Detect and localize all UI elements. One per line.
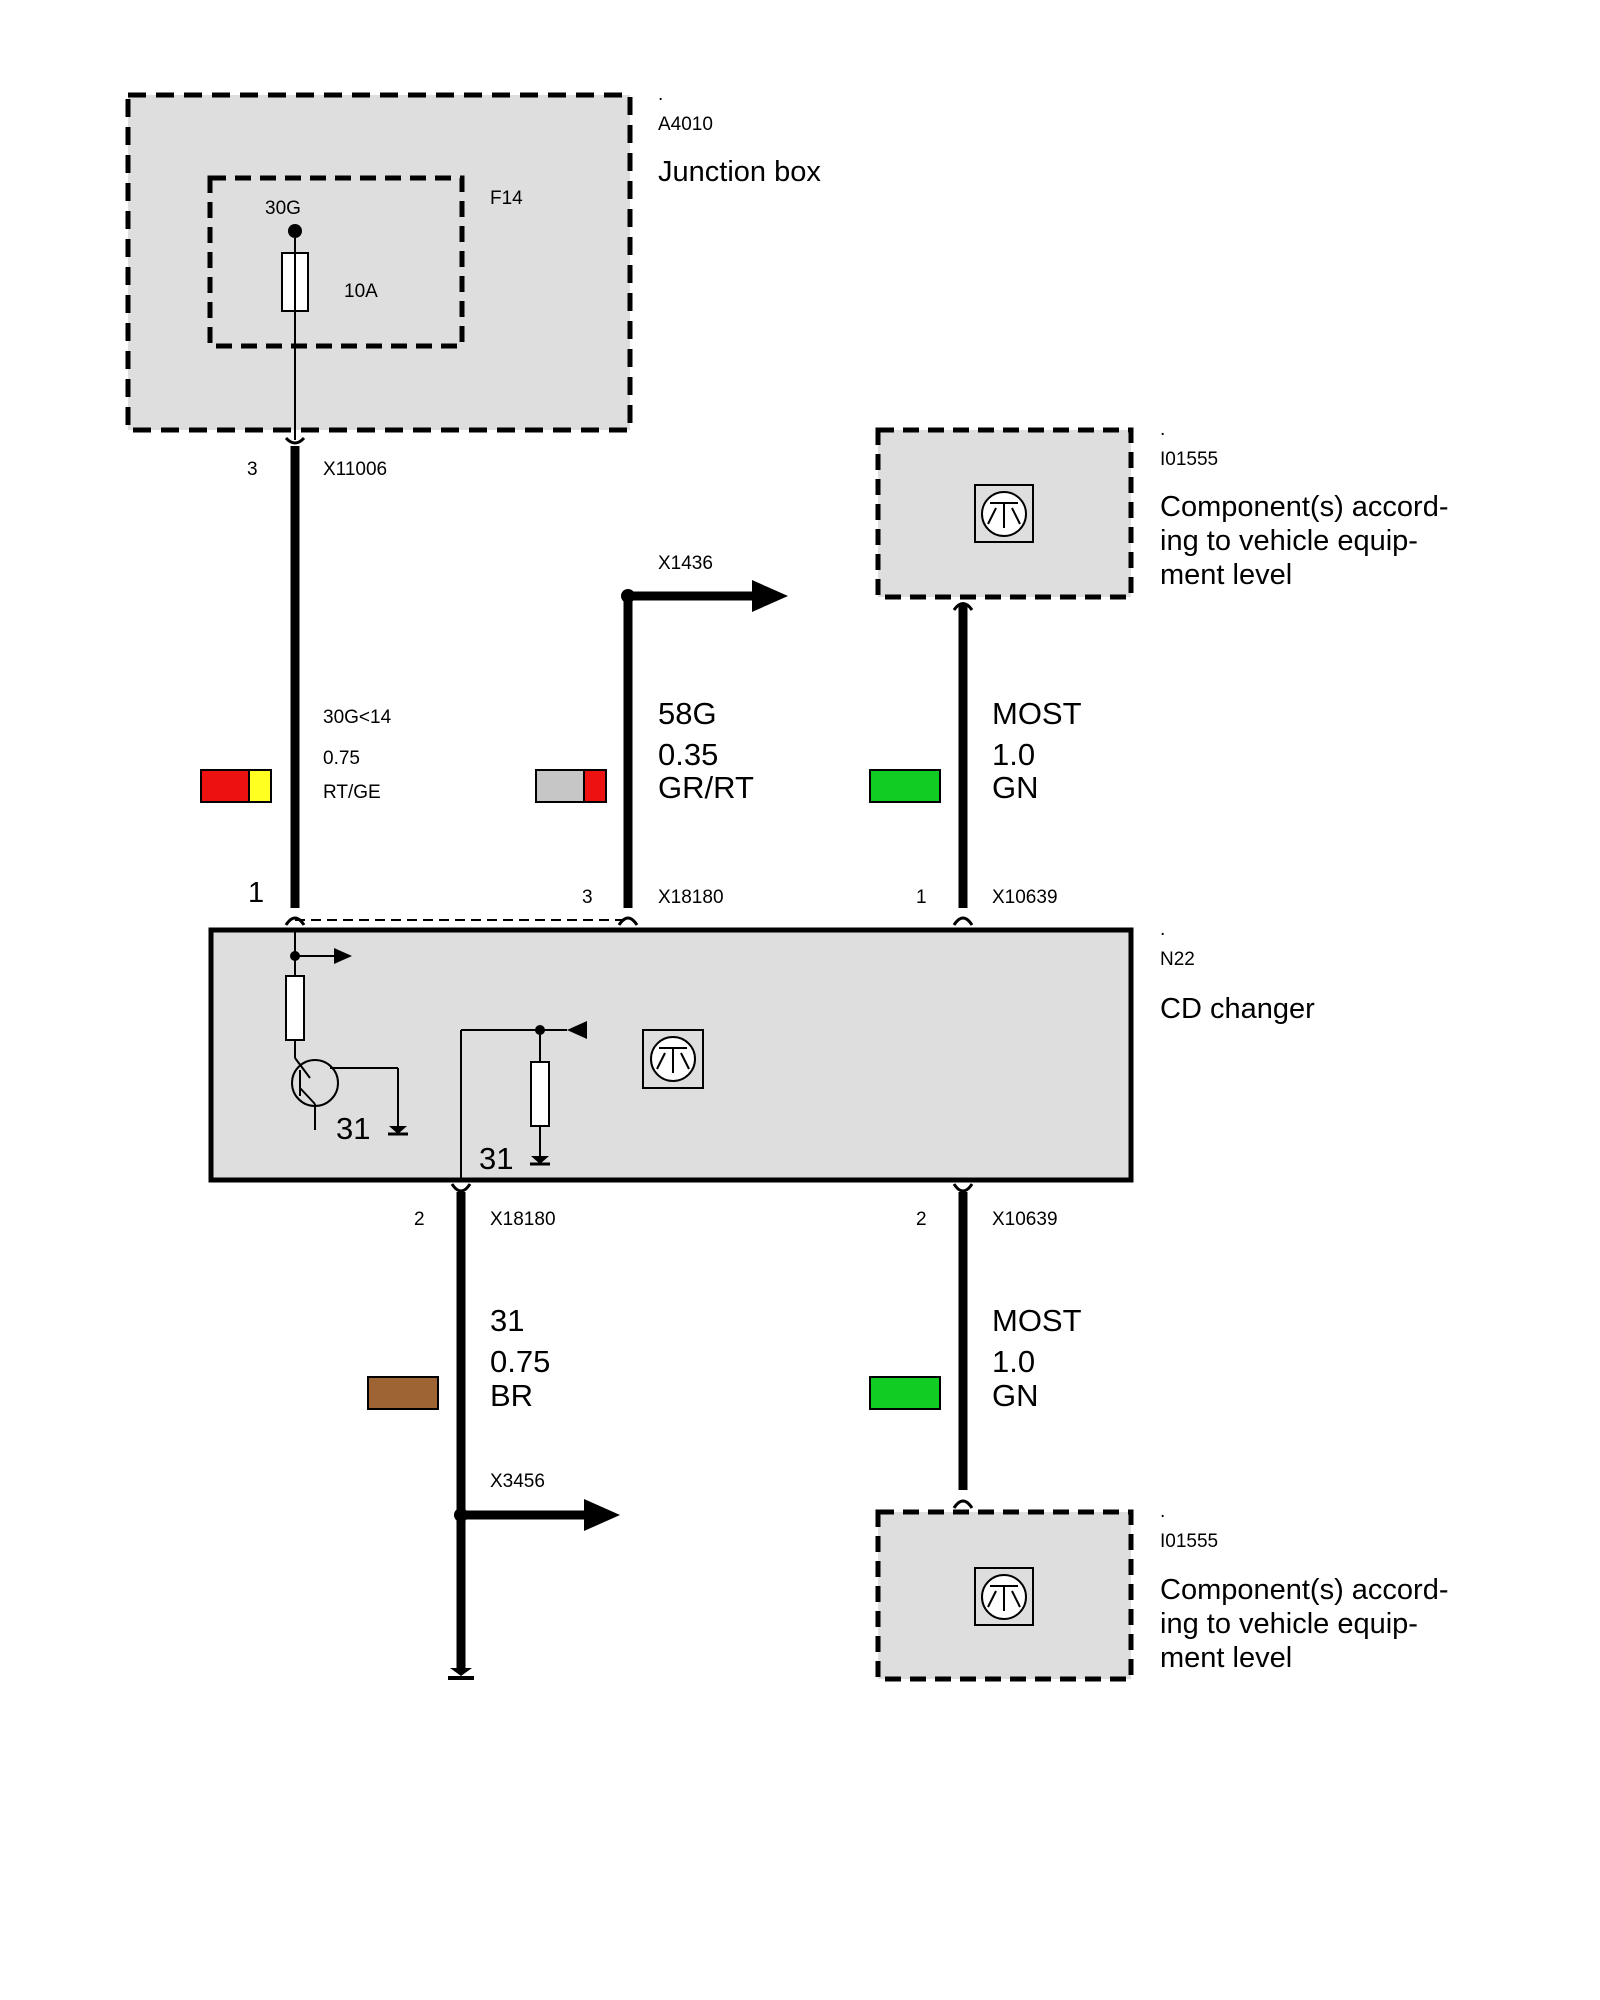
wire-most-bottom-signal: MOST — [992, 1303, 1082, 1338]
junction-box[interactable] — [125, 92, 633, 433]
x18180-top-pin: 3 — [582, 887, 593, 908]
wire-58g-gauge: 0.35 — [658, 737, 718, 772]
wire-31[interactable] — [448, 1183, 620, 1680]
wire-58g-swatch — [535, 769, 607, 803]
component-top-code: I01555 — [1160, 449, 1218, 470]
wire-30g-swatch — [200, 769, 272, 803]
wire-most-top-swatch — [869, 769, 941, 803]
component-top-name-line1: Component(s) accord- — [1160, 491, 1449, 523]
fuse-terminal: 30G — [265, 198, 301, 219]
wire-most-top-color: GN — [992, 770, 1039, 805]
cd-changer-name: CD changer — [1160, 993, 1315, 1025]
x10639-top-label: X10639 — [992, 887, 1058, 908]
n22-pin1: 1 — [248, 877, 264, 909]
x11006-label: X11006 — [323, 459, 387, 480]
wire-31-color: BR — [490, 1378, 533, 1413]
transistor-icon — [974, 484, 1034, 543]
cd-changer-ground-left: 31 — [336, 1111, 370, 1146]
fuse-icon — [281, 224, 309, 440]
transistor-icon — [642, 1029, 704, 1089]
junction-box-code: A4010 — [658, 114, 713, 135]
wire-58g-color: GR/RT — [658, 770, 754, 805]
wire-58g[interactable] — [617, 580, 788, 926]
wire-30g-signal: 30G<14 — [323, 707, 392, 728]
component-bottom-name-line1: Component(s) accord- — [1160, 1574, 1449, 1606]
fuse-id: F14 — [490, 188, 523, 209]
x10639-bottom-pin: 2 — [916, 1209, 927, 1230]
x10639-bottom-label: X10639 — [992, 1209, 1058, 1230]
wire-most-top-signal: MOST — [992, 696, 1082, 731]
wire-most-bottom[interactable] — [952, 1183, 974, 1509]
component-box-bottom[interactable] — [875, 1509, 1134, 1682]
component-bottom-name-line3: ment level — [1160, 1642, 1292, 1674]
wire-most-top[interactable] — [952, 602, 974, 926]
junction-box-dot: . — [658, 84, 663, 105]
x1436-label: X1436 — [658, 553, 713, 574]
x18180-top-label: X18180 — [658, 887, 724, 908]
cd-changer-ground-right: 31 — [479, 1141, 513, 1176]
wire-most-top-gauge: 1.0 — [992, 737, 1035, 772]
component-top-name-line2: ing to vehicle equip- — [1160, 525, 1418, 557]
input-pullup-circuit — [460, 1021, 587, 1180]
wire-30g-color: RT/GE — [323, 782, 381, 803]
ground-icon — [448, 1668, 474, 1680]
fuse-holder — [207, 175, 465, 349]
wire-most-bottom-gauge: 1.0 — [992, 1344, 1035, 1379]
wire-58g-signal: 58G — [658, 696, 717, 731]
component-top-dot: . — [1160, 419, 1165, 440]
cd-changer[interactable] — [208, 927, 1134, 1183]
cd-changer-dot: . — [1160, 919, 1165, 940]
junction-box-name: Junction box — [658, 156, 821, 188]
component-bottom-dot: . — [1160, 1501, 1165, 1522]
component-box-top[interactable] — [875, 427, 1134, 600]
x18180-bottom-pin: 2 — [414, 1209, 425, 1230]
fuse-rating: 10A — [344, 281, 378, 302]
wire-30g[interactable] — [284, 436, 306, 926]
component-top-name-line3: ment level — [1160, 559, 1292, 591]
wire-31-signal: 31 — [490, 1303, 524, 1338]
wire-most-bottom-color: GN — [992, 1378, 1039, 1413]
wire-most-bottom-swatch — [869, 1376, 941, 1410]
cd-changer-code: N22 — [1160, 949, 1195, 970]
component-bottom-code: I01555 — [1160, 1531, 1218, 1552]
wire-30g-gauge: 0.75 — [323, 748, 360, 769]
transistor-icon — [974, 1567, 1034, 1626]
x3456-label: X3456 — [490, 1471, 545, 1492]
wire-31-gauge: 0.75 — [490, 1344, 550, 1379]
x11006-pin: 3 — [247, 459, 258, 480]
x18180-bottom-label: X18180 — [490, 1209, 556, 1230]
output-driver-circuit — [285, 930, 408, 1136]
x10639-top-pin: 1 — [916, 887, 927, 908]
wire-31-swatch — [367, 1376, 439, 1410]
component-bottom-name-line2: ing to vehicle equip- — [1160, 1608, 1418, 1640]
